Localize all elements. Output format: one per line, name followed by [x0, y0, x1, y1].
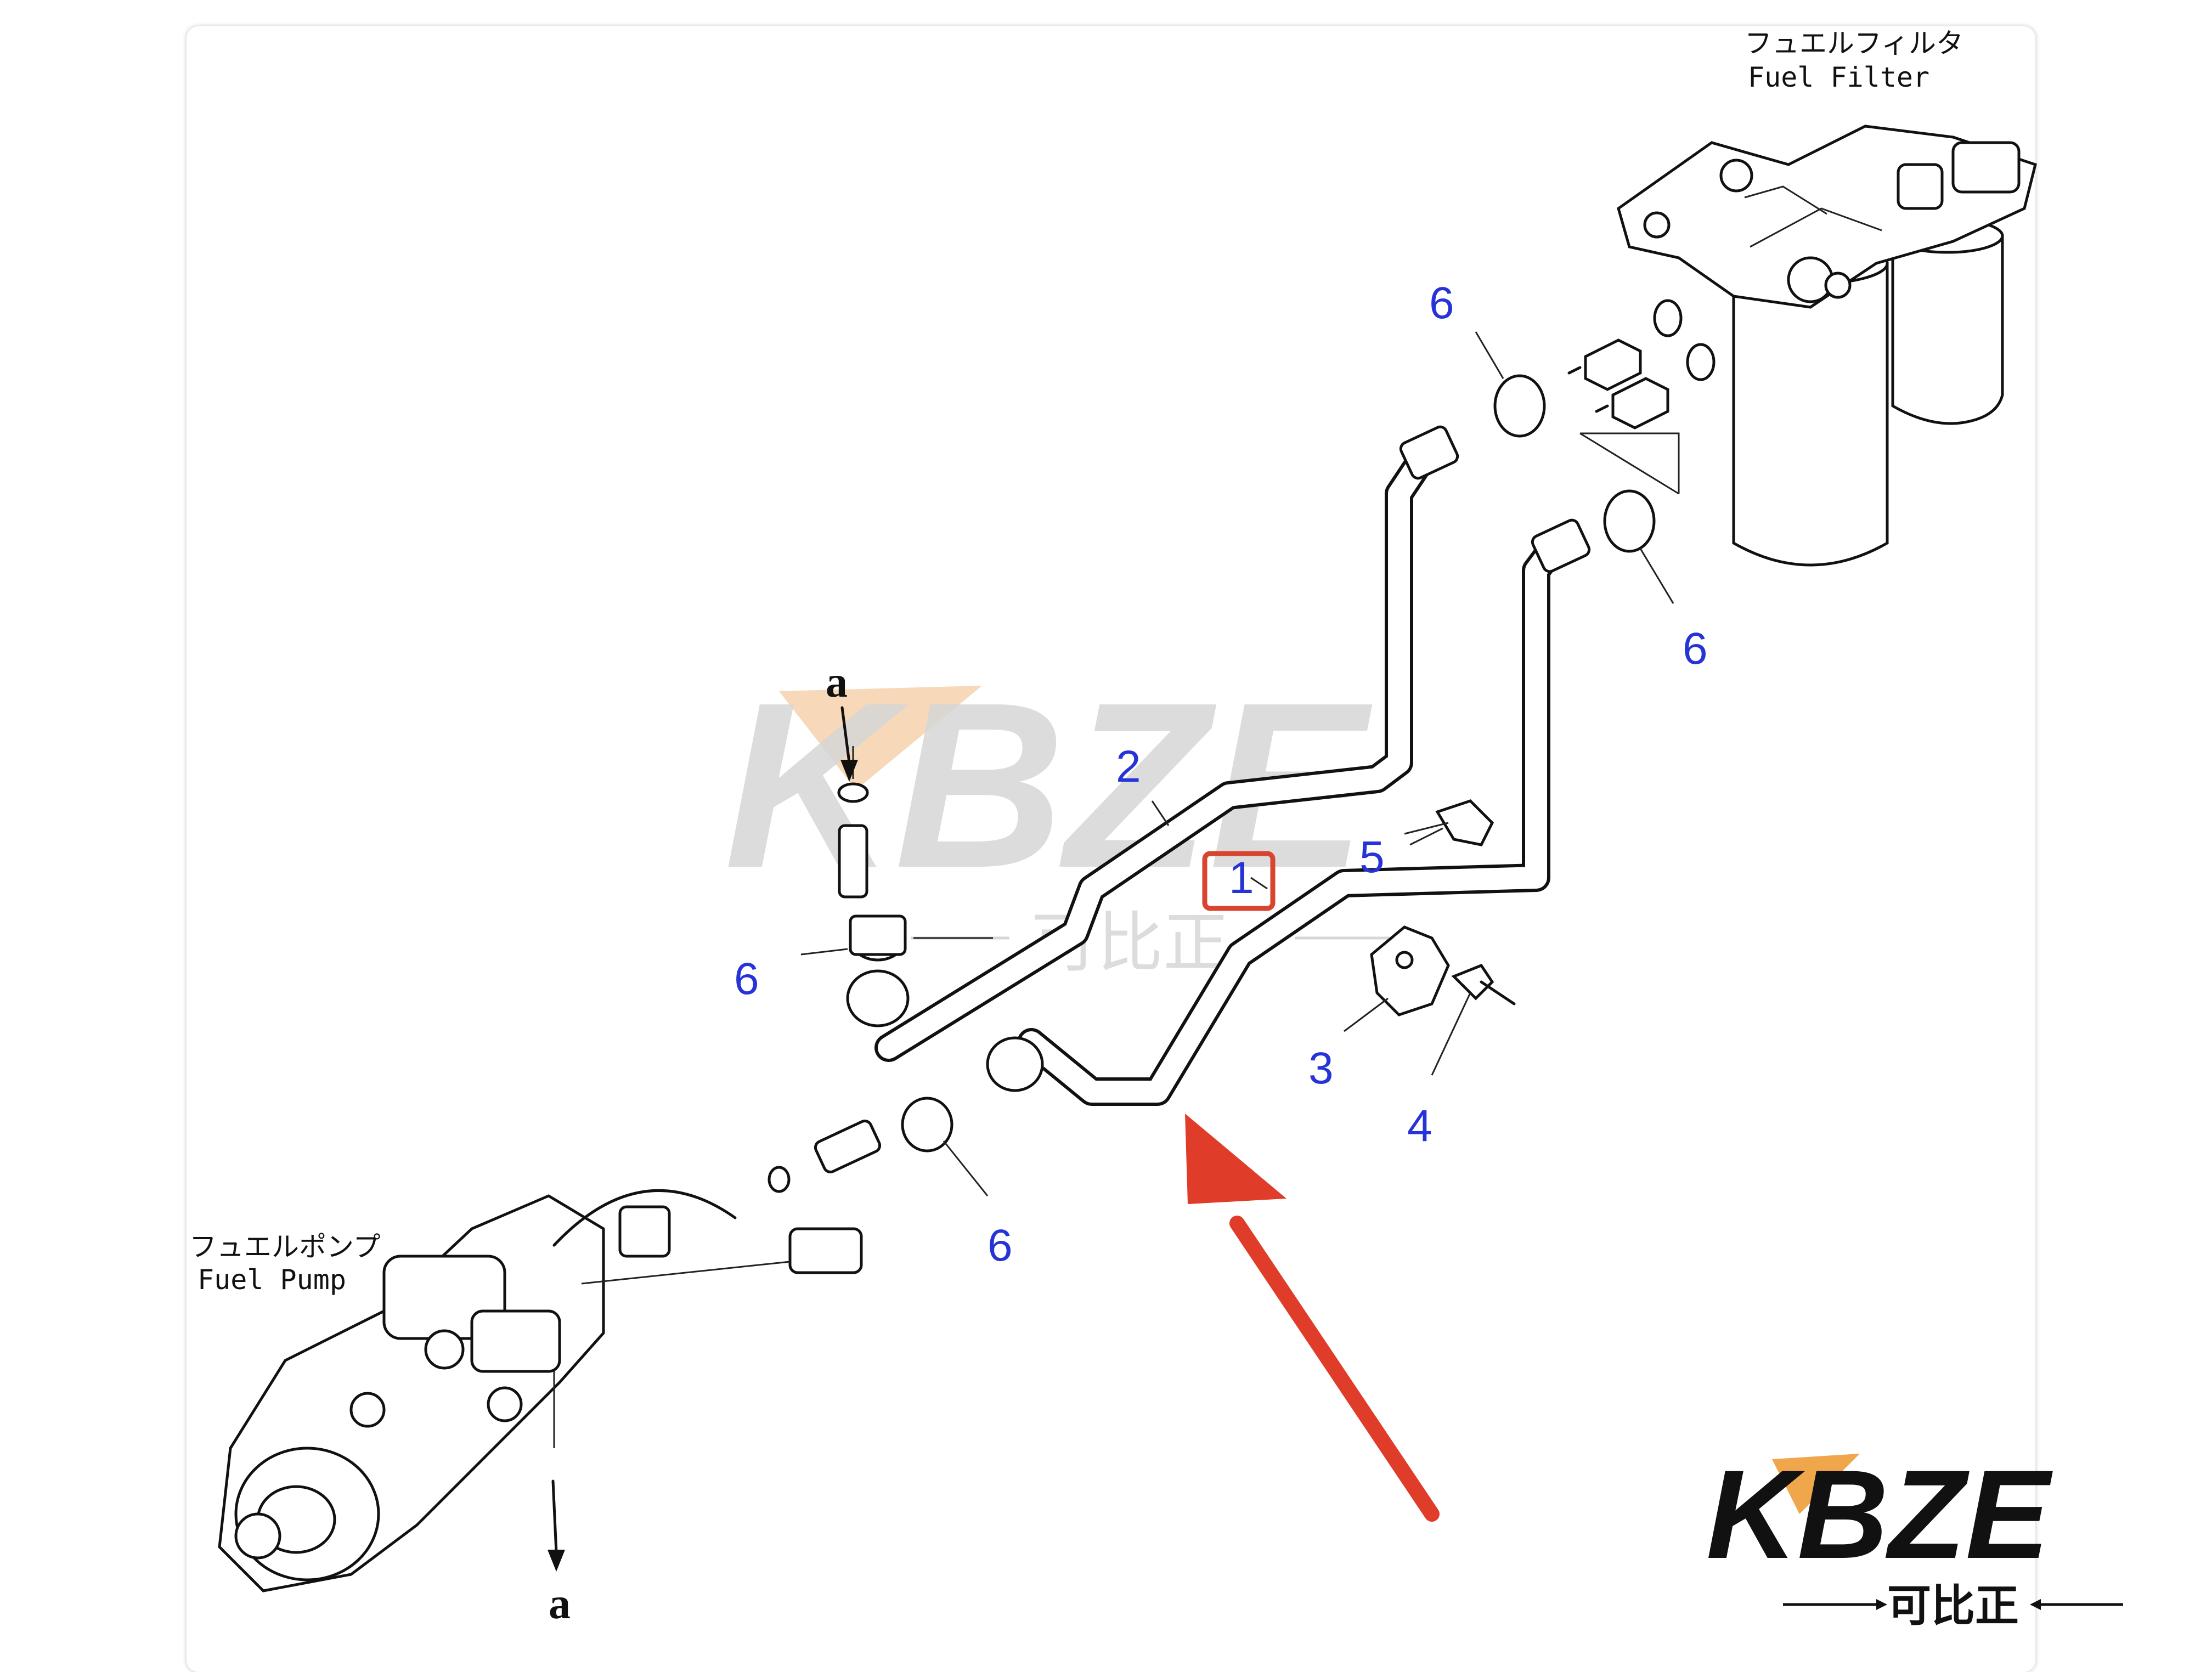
- leader-lines: [800, 331, 1674, 1196]
- callout-6-right: 6: [1683, 624, 1708, 674]
- callout-4: 4: [1407, 1101, 1432, 1151]
- logo-chinese: 可比正: [1887, 1580, 2019, 1631]
- callout-1-highlight-box: [1202, 851, 1276, 911]
- fuel-pump-label-jp: フュエルポンプ: [189, 1231, 381, 1263]
- logo-brand: KBZE: [1706, 1444, 2053, 1585]
- fuel-filter-label-jp: フュエルフィルタ: [1745, 27, 1963, 59]
- filter-fittings: [1493, 299, 1716, 553]
- kbze-logo: KBZE 可比正: [1706, 1444, 2123, 1631]
- svg-text:a: a: [549, 1580, 571, 1628]
- callout-3: 3: [1308, 1043, 1334, 1093]
- hose-1: [1017, 518, 1591, 1106]
- callout-5: 5: [1359, 832, 1385, 882]
- callout-6-top: 6: [1429, 278, 1454, 328]
- watermark-accent: [779, 686, 982, 790]
- callout-6-bottom: 6: [988, 1221, 1013, 1270]
- connector-a-bottom: a: [548, 1479, 571, 1628]
- fuel-filter-assembly: [1617, 125, 2037, 567]
- callout-1: 1: [1229, 853, 1254, 903]
- logo-accent: [1772, 1454, 1860, 1514]
- svg-text:a: a: [826, 658, 848, 707]
- callout-6-left: 6: [734, 954, 759, 1004]
- callout-2: 2: [1116, 742, 1141, 792]
- pump-fittings: [768, 746, 1044, 1193]
- bracket-3: [1370, 925, 1450, 1016]
- fuel-pump-label-en: Fuel Pump: [198, 1264, 346, 1296]
- hose-2: [874, 425, 1459, 1062]
- connector-a-top: a: [826, 658, 858, 782]
- fuel-pump-assembly: [218, 1189, 863, 1592]
- bolt-4: [1451, 963, 1516, 1006]
- red-pointer-arrow: [1185, 1114, 1440, 1522]
- fuel-filter-label-en: Fuel Filter: [1748, 61, 1929, 93]
- clip-5: [1404, 799, 1494, 846]
